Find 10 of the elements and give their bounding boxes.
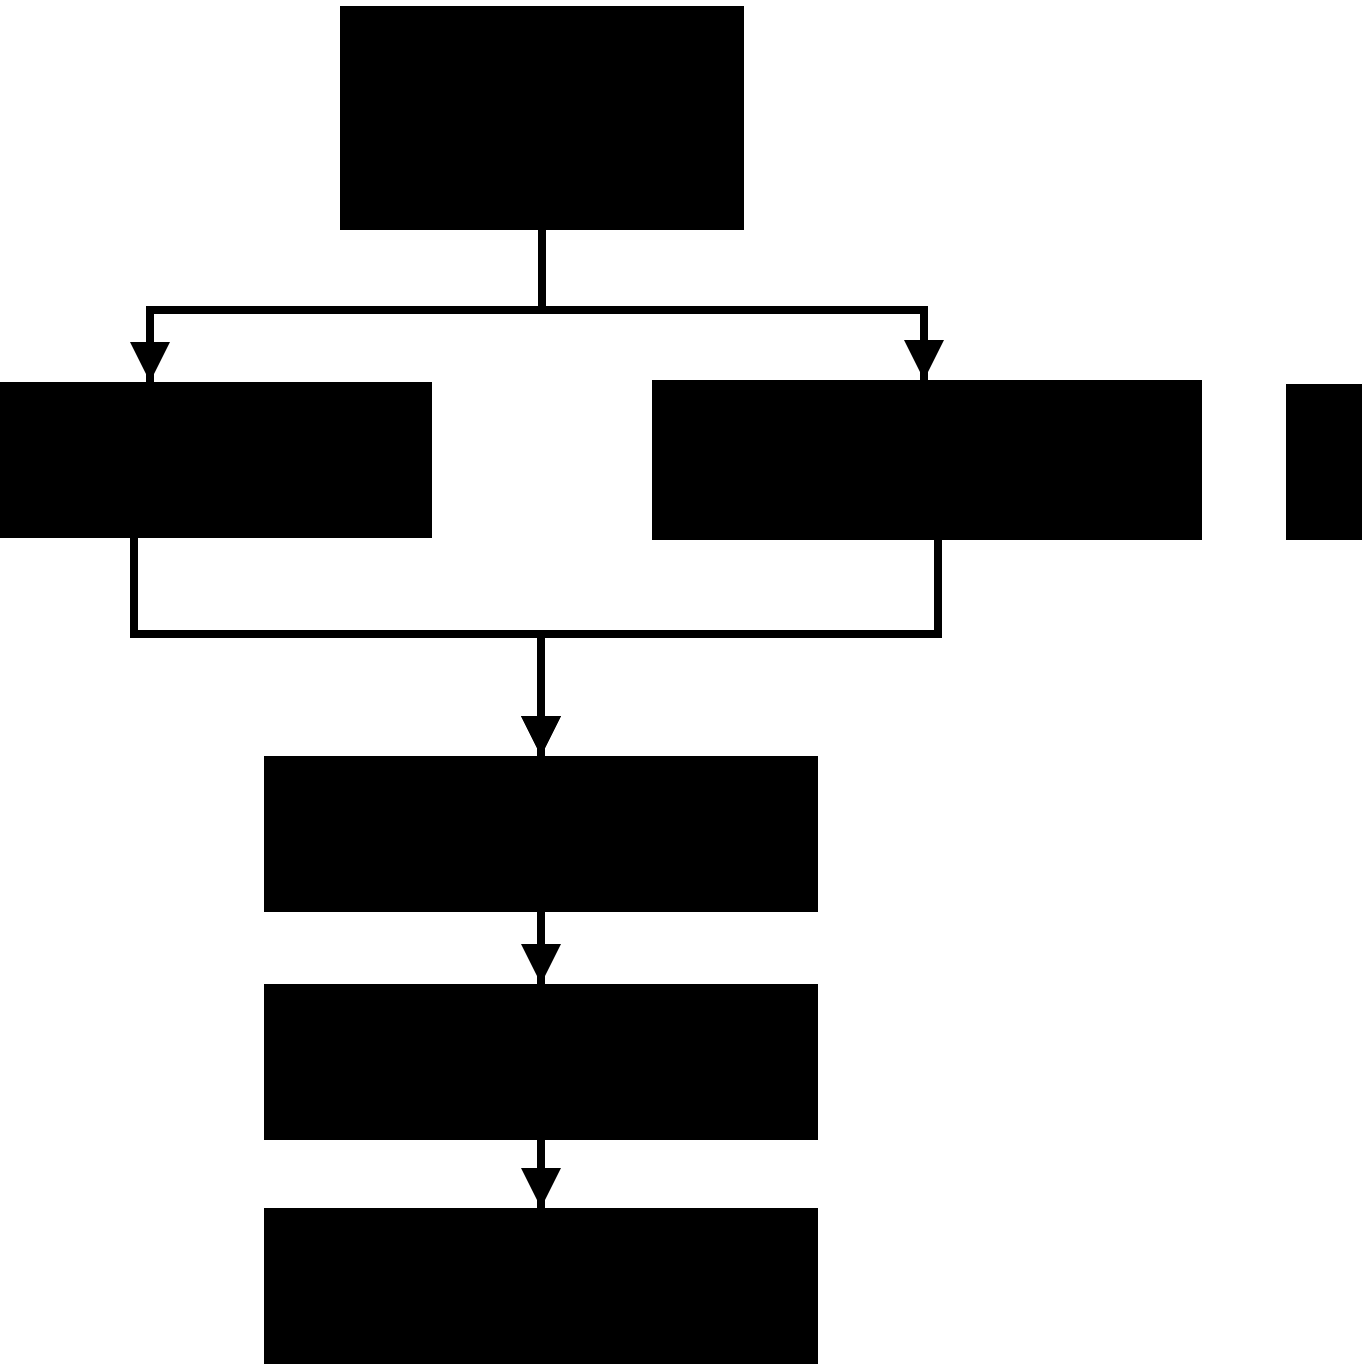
process-box <box>264 1208 818 1364</box>
process-box <box>340 6 744 230</box>
process-box <box>1286 384 1362 540</box>
process-box <box>264 756 818 912</box>
arrow <box>521 1140 561 1208</box>
arrow <box>521 912 561 984</box>
process-box <box>264 984 818 1140</box>
process-box <box>0 382 432 538</box>
arrow <box>538 230 944 380</box>
process-box <box>652 380 1202 540</box>
